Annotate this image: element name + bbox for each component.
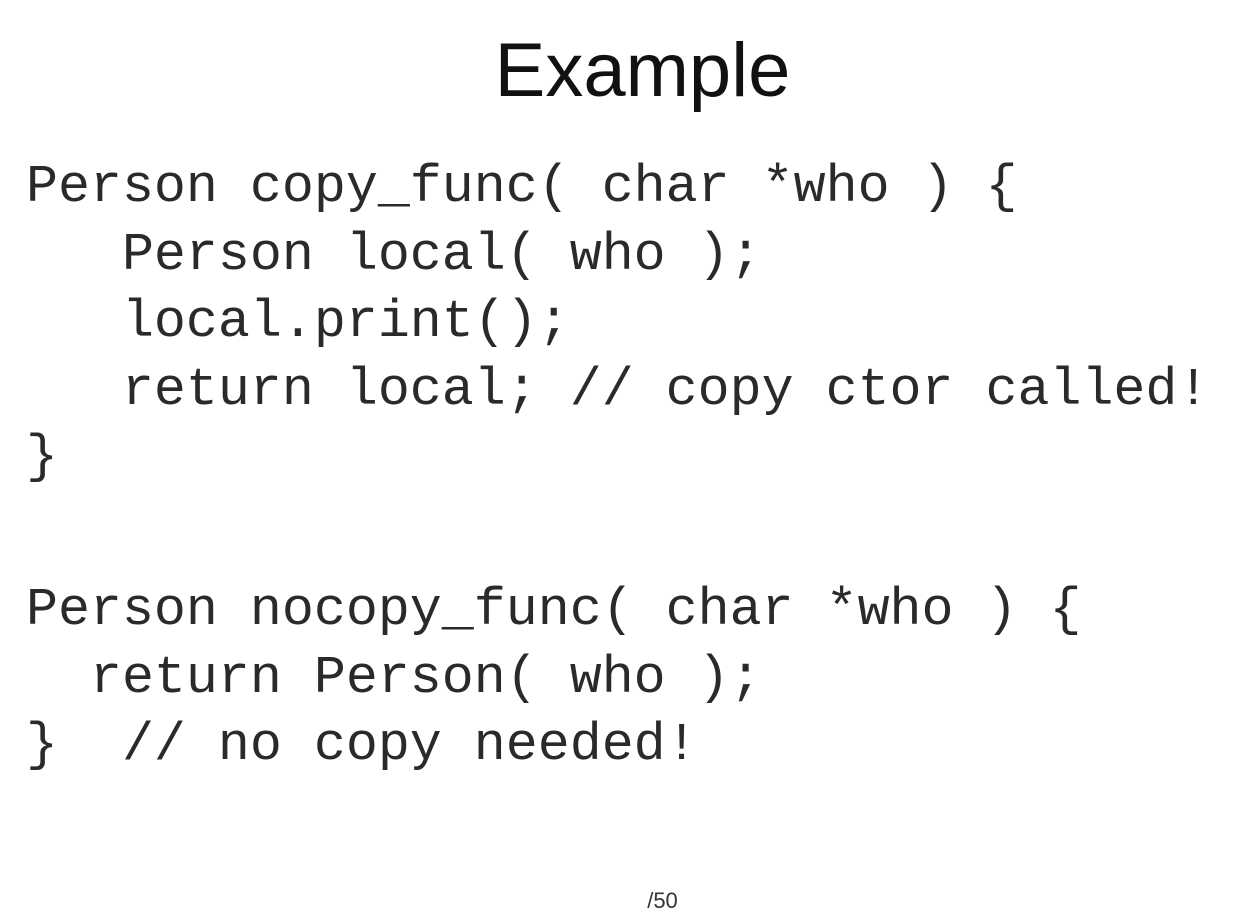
code-line: Person local( who );	[26, 225, 762, 286]
slide-title: Example	[494, 28, 791, 113]
code-line: return local; // copy ctor called!	[26, 360, 1210, 421]
page-number: /50	[647, 888, 678, 913]
code-line: Person copy_func( char *who ) {	[26, 158, 1018, 218]
code-line: Person nocopy_func( char *who ) {	[26, 581, 1082, 641]
code-line: } // no copy needed!	[26, 716, 698, 776]
code-line: }	[26, 428, 58, 488]
code-line: return Person( who );	[26, 648, 762, 709]
code-block-nocopy-func: Person nocopy_func( char *who ) { return…	[26, 578, 1226, 781]
code-line: local.print();	[26, 293, 570, 353]
code-block-copy-func: Person copy_func( char *who ) { Person l…	[26, 155, 1226, 493]
